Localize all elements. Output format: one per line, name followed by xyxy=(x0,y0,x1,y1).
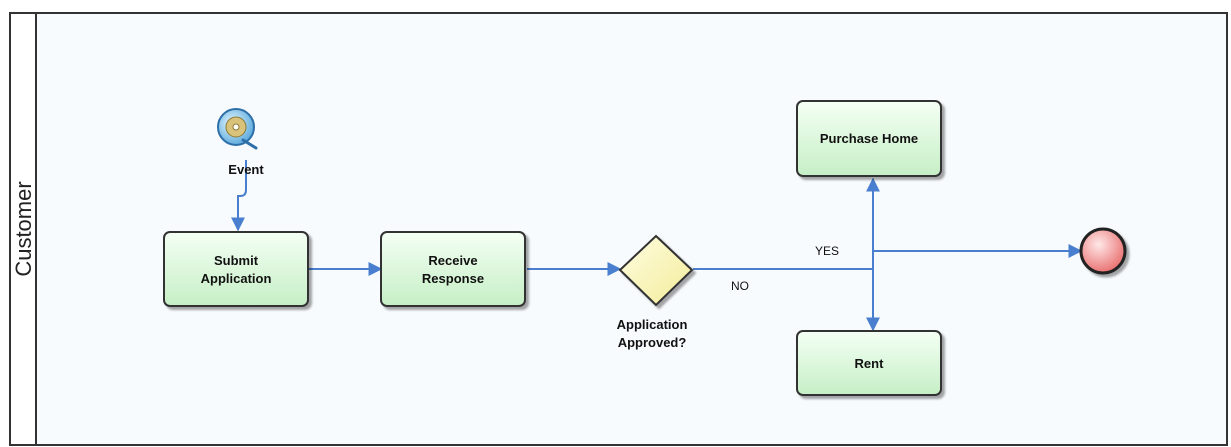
task-purchase-home[interactable]: Purchase Home xyxy=(796,100,942,177)
submit-label-line2: Application xyxy=(201,271,272,286)
no-label: NO xyxy=(731,279,749,293)
receive-label-line2: Response xyxy=(422,271,484,286)
gateway-label-line2: Approved? xyxy=(618,335,687,350)
gateway-application-approved[interactable] xyxy=(618,234,694,307)
task-rent[interactable]: Rent xyxy=(796,330,942,396)
task-receive-response[interactable]: Receive Response xyxy=(380,231,526,307)
lane-header: Customer xyxy=(11,14,37,444)
connector-event-to-submit[interactable] xyxy=(231,160,247,232)
customer-pool: Customer xyxy=(9,12,1228,446)
purchase-label: Purchase Home xyxy=(820,131,918,146)
yes-label: YES xyxy=(815,244,839,258)
task-submit-application[interactable]: Submit Application xyxy=(163,231,309,307)
event-icon xyxy=(241,138,258,150)
rent-label: Rent xyxy=(855,356,885,371)
gateway-label-line1: Application xyxy=(617,317,688,332)
event-label: Event xyxy=(228,162,264,177)
submit-label-line1: Submit xyxy=(214,253,259,268)
connectors xyxy=(231,160,1083,332)
receive-label-line1: Receive xyxy=(428,253,477,268)
end-event[interactable] xyxy=(1079,227,1127,275)
start-event[interactable] xyxy=(217,108,258,150)
